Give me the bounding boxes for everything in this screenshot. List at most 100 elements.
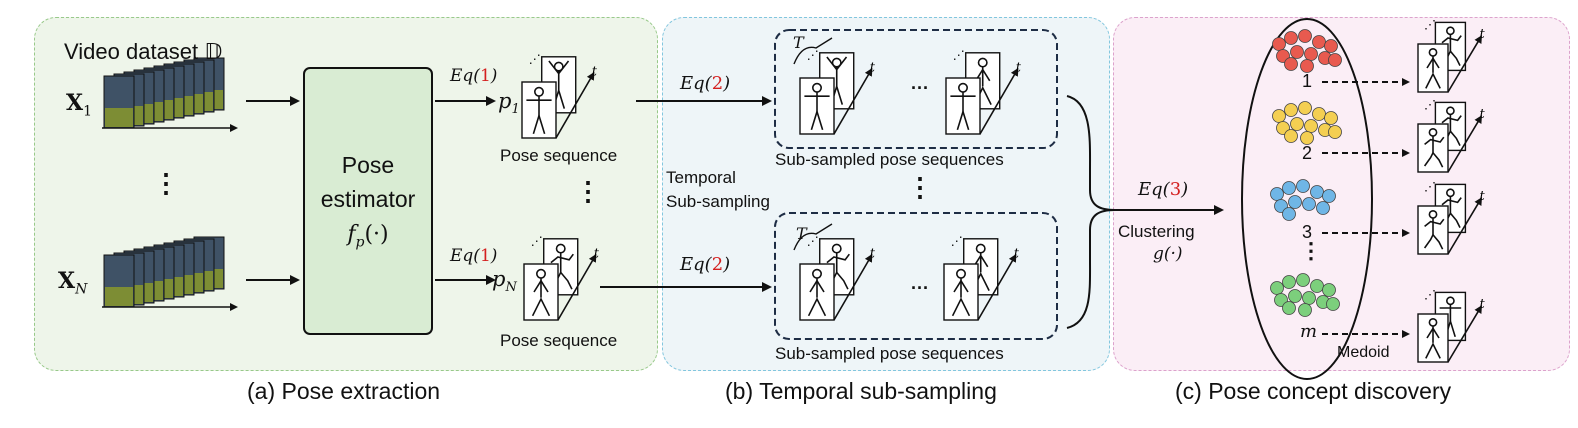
pose-arms: [953, 279, 969, 293]
cluster-point: [1326, 297, 1340, 311]
subsample-box-bottom: [774, 212, 1058, 340]
eq1-top: Eq(1): [450, 66, 498, 86]
t-window-label-top: T: [793, 33, 804, 52]
cluster-point: [1284, 31, 1298, 45]
cluster-point: [1282, 275, 1296, 289]
eq1-bottom: Eq(1): [450, 246, 498, 266]
cluster-point: [1310, 279, 1324, 293]
pose-time-axis: [1447, 35, 1483, 93]
cluster-point: [1288, 195, 1302, 209]
eq2-bottom: Eq(2): [680, 254, 731, 275]
stack-dots: ⋰: [1424, 179, 1436, 193]
pose-arms: [973, 254, 989, 268]
time-label: t: [1016, 60, 1022, 75]
p1-label: p1: [498, 89, 520, 118]
pose-time-axis: [1447, 115, 1483, 173]
pose-arms: [1426, 326, 1440, 339]
merge-curve-bottom: [1066, 209, 1116, 329]
stack-dots: ⋰: [529, 52, 541, 66]
pose-arms: [533, 279, 549, 293]
cluster-id-1: 1: [1302, 71, 1313, 91]
cluster-point: [1290, 45, 1304, 59]
temporal-label-line1: Temporal: [666, 168, 736, 187]
pose-legs: [951, 297, 971, 317]
pose-legs: [1423, 151, 1444, 168]
time-label: t: [870, 60, 876, 75]
stack-dots: ⋰: [953, 48, 965, 62]
cluster-point: [1328, 125, 1342, 139]
t-window-label-bottom: T: [796, 224, 807, 243]
cluster-point: [1312, 107, 1326, 121]
x1-label: X1: [66, 90, 92, 120]
cluster-point: [1298, 101, 1312, 115]
ellipsis-bottom: ···: [911, 278, 929, 298]
estimator-function: fp(·): [347, 222, 389, 251]
cluster-point: [1290, 117, 1304, 131]
vdots-videos: ⋮: [153, 168, 179, 198]
cluster-point: [1302, 197, 1316, 211]
subsampled-sequences-top: ⋰ t ⋰ t: [793, 37, 1022, 135]
subsampled-sequences-bottom: ⋰t⋰t: [793, 223, 1020, 321]
pose-legs: [810, 108, 824, 131]
pose-head: [811, 268, 822, 279]
cluster-point: [1270, 187, 1284, 201]
time-label: t: [594, 246, 600, 261]
pose-head: [955, 268, 966, 279]
cluster-point: [1300, 59, 1314, 73]
stack-dots: ⋰: [807, 234, 819, 248]
pn-label: pN: [492, 267, 517, 296]
pose-arms: [975, 68, 991, 82]
vdots-subsampled: ⋮: [907, 172, 933, 202]
pose-sequence-top: ⋰t: [521, 52, 598, 139]
pose-legs: [531, 297, 551, 317]
time-label: t: [1480, 107, 1486, 122]
stack-dots: ⋰: [1424, 287, 1436, 301]
pose-sequence-label-bottom: Pose sequence: [500, 331, 618, 350]
pose-arms: [826, 56, 848, 71]
cluster-point: [1296, 273, 1310, 287]
pose-legs: [956, 108, 970, 131]
time-label: t: [1480, 189, 1486, 204]
window-bracket: [793, 223, 833, 251]
cluster-point: [1282, 207, 1296, 221]
cluster-point: [1328, 53, 1342, 67]
subsampled-label-bottom: Sub-sampled pose sequences: [775, 344, 1004, 363]
pose-head: [831, 57, 842, 68]
cluster-point: [1304, 119, 1318, 133]
pose-arms: [1441, 35, 1462, 44]
cluster-id-m: m: [1300, 321, 1318, 342]
ellipsis-top: ···: [911, 78, 929, 98]
dataset-label: Video dataset 𝔻: [64, 39, 223, 64]
video-stack-xn: [102, 236, 238, 311]
stack-dots: ⋰: [807, 48, 819, 62]
cluster-point: [1284, 103, 1298, 117]
cluster-point: [1282, 181, 1296, 195]
pose-time-axis: [1447, 305, 1483, 363]
pose-arms: [1424, 218, 1445, 228]
clustering-label: Clustering: [1118, 222, 1195, 241]
window-bracket: [793, 37, 833, 65]
subsample-box-top: [774, 29, 1058, 149]
g-function: g(·): [1153, 244, 1183, 264]
pose-legs: [1423, 233, 1444, 250]
pose-legs: [807, 297, 827, 317]
xn-label: XN: [58, 268, 88, 298]
pose-head: [1428, 127, 1438, 137]
pose-arms: [809, 279, 825, 293]
panel-b-background: [662, 17, 1110, 371]
cluster-point: [1282, 301, 1296, 315]
pose-arms: [548, 60, 570, 75]
cluster-point: [1288, 289, 1302, 303]
medoid-pose-sequences: ⋰t⋰t⋰t⋰t: [1417, 17, 1486, 363]
cluster-point: [1322, 189, 1336, 203]
pose-arms: [1424, 136, 1445, 146]
pose-legs: [1425, 342, 1441, 359]
pose-time-axis: [1447, 197, 1483, 255]
pose-legs: [532, 112, 546, 135]
time-label: t: [870, 246, 876, 261]
cluster-point: [1272, 37, 1286, 51]
cluster-point: [1312, 35, 1326, 49]
pose-sequence-label-top: Pose sequence: [500, 146, 618, 165]
